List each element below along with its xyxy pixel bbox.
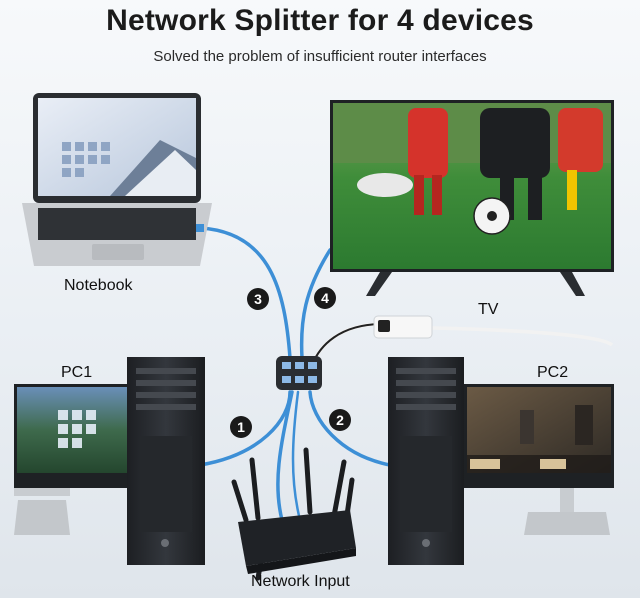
port-badge-2: 2 bbox=[329, 409, 351, 431]
network-splitter bbox=[276, 356, 322, 390]
port-badge-2-label: 2 bbox=[336, 412, 344, 428]
notebook-laptop bbox=[22, 93, 212, 266]
port-badge-3: 3 bbox=[247, 288, 269, 310]
tv-screen bbox=[330, 100, 614, 296]
cable-tv bbox=[299, 248, 332, 360]
page-title: Network Splitter for 4 devices bbox=[106, 4, 534, 37]
pc1-label: PC1 bbox=[61, 364, 93, 381]
pc2-monitor bbox=[464, 384, 614, 535]
cable-router bbox=[276, 390, 294, 522]
cable-pc2 bbox=[308, 390, 392, 467]
router bbox=[231, 447, 356, 581]
cable-notebook bbox=[198, 226, 292, 360]
pc1-monitor bbox=[14, 384, 132, 535]
pc2-label: PC2 bbox=[537, 364, 569, 381]
pc1-tower bbox=[127, 357, 205, 565]
tv-label: TV bbox=[478, 301, 499, 318]
cable-router-b bbox=[291, 390, 302, 522]
notebook-label: Notebook bbox=[64, 277, 133, 294]
power-adapter bbox=[373, 315, 433, 339]
port-badge-4-label: 4 bbox=[321, 290, 329, 306]
pc2-tower bbox=[388, 357, 464, 565]
page-subtitle: Solved the problem of insufficient route… bbox=[153, 48, 487, 65]
ethernet-cables bbox=[198, 226, 392, 522]
port-badge-1-label: 1 bbox=[237, 419, 245, 435]
port-badge-3-label: 3 bbox=[254, 291, 262, 307]
network-input-label: Network Input bbox=[251, 573, 350, 590]
port-badge-4: 4 bbox=[314, 287, 336, 309]
port-badge-1: 1 bbox=[230, 416, 252, 438]
